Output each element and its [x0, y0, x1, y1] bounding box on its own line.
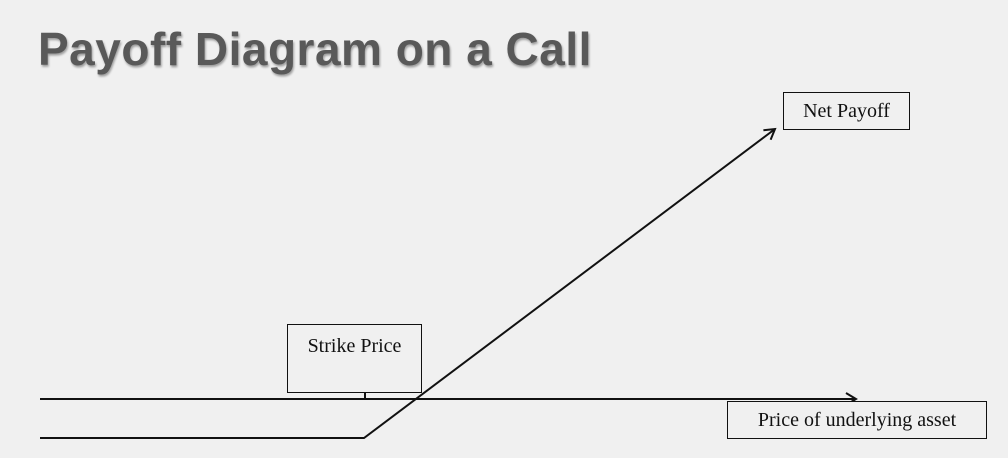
strike-price-label: Strike Price: [287, 324, 422, 393]
net-payoff-line: [40, 127, 777, 439]
slide-title: Payoff Diagram on a Call: [38, 23, 592, 75]
underlying-price-label: Price of underlying asset: [727, 401, 987, 439]
net-payoff-label: Net Payoff: [783, 92, 910, 130]
